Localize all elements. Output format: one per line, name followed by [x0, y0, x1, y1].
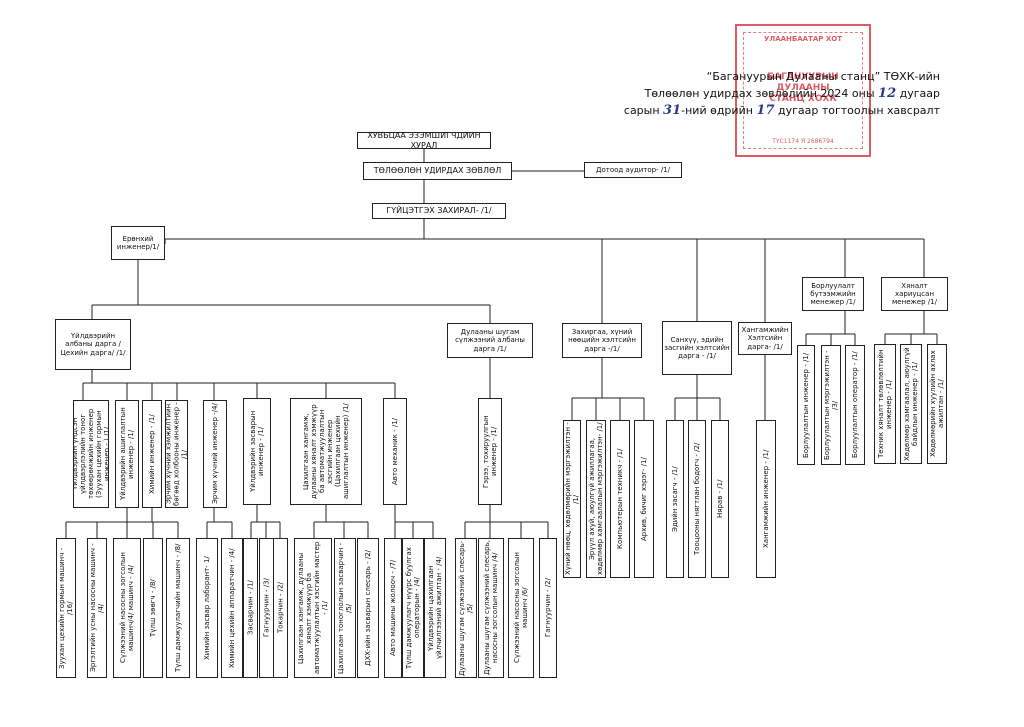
- chemist-engineer-box: Химийн инженер - /1/: [142, 400, 162, 508]
- control-manager-box: Хяналт хариуцсан менежер /1/: [881, 277, 948, 311]
- shareholders-assembly-box: ХУВЬЦАА ЭЗЭМШИГЧДИЙН ХУРАЛ: [357, 132, 491, 149]
- chemical-operator-box: Химийн цехийн аппаратчин - /4/: [221, 538, 243, 678]
- supply-dept-box: Хангамжийн Хэлтсийн дарга- /1/: [738, 322, 792, 355]
- header-line-1: “Багануурын Дулааны станц” ТӨХК-ийн: [706, 70, 940, 83]
- network-pump-locksmith-box: Дулааны шугам сүлжээний слесарь, насосны…: [478, 538, 504, 678]
- network-welder-box: Гагнуурчин - /2/: [539, 538, 557, 678]
- network-pump-operator-box: Сүлжээний насосны зогсолын машинч/4/ маш…: [113, 538, 141, 678]
- industrial-electrician-box: Үйлдвэрийн цахилгаан үйлчилгээний ажилта…: [424, 538, 446, 678]
- repair-engineer-box: Үйлдвэрийн засварын инженер - /1/: [243, 398, 271, 505]
- internal-auditor-box: Дотоод аудитор- /1/: [584, 162, 682, 178]
- welder-box: Гагнуурчин - /3/: [259, 538, 274, 678]
- company-stamp: УЛААНБААТАР ХОТ БАГАНУУРЫН ДУЛААНЫ СТАНЦ…: [735, 24, 871, 157]
- production-dept-box: Үйлдвэрийн албаны дарга / Цехийн дарга/ …: [55, 319, 131, 370]
- accountant-box: Тооцооны нягтлан бодогч - /2/: [688, 420, 706, 578]
- instrumentation-fitter-box: ДХХ-ийн засварын слесарь - /2/: [357, 538, 379, 678]
- handwritten-day: 31: [663, 103, 682, 119]
- shift-engineer-box: Үйлдвэрийн ашиглалтын инженер - /1/: [115, 400, 139, 508]
- labor-officer-box: Хөдөлмөрийн хуулийн ахлах ажилтан - /1/: [927, 344, 947, 464]
- prod-equipment-engineer-box: Үйлдвэрийн үндсэн үйлдвэрлэлийн тоног тө…: [73, 400, 109, 508]
- driver-box: Авто машины жолооч - /7/: [384, 538, 402, 678]
- stamp-city: УЛААНБААТАР ХОТ: [764, 35, 842, 43]
- heat-network-dept-box: Дулааны шугам сүлжээний албаны дарга /1/: [447, 323, 533, 358]
- energy-engineer-box: Эрчим хүчний инженер -/4/: [203, 400, 227, 508]
- archive-clerk-box: Архив, бичиг хэрэг- /1/: [634, 420, 654, 578]
- metering-engineer-box: Эрчим хүчний хэмжилтийн бөгөөд холбооны …: [165, 400, 188, 508]
- auto-mechanic-box: Авто механик - /1/: [383, 398, 407, 505]
- technical-control-engineer-box: Техник хяналт төлөвлөлтийн инженер - /1/: [874, 344, 896, 464]
- turner-box: Токарчин - /2/: [273, 538, 288, 678]
- sales-engineer-box: Борлуулалтын инженер - /1/: [797, 345, 815, 465]
- document-header: “Багануурын Дулааны станц” ТӨХК-ийн Төлө…: [624, 70, 940, 120]
- safety-specialist-box: Эрүүл ахуй, аюулгүй ажиллагаа, хөдөлмөр …: [586, 420, 606, 578]
- header-line-3: сарын 31-ний өдрийн 17 дугаар тогтоолын …: [623, 103, 940, 119]
- circulation-pump-operator-box: Эргэлтийн усны насосны машинч - /4/: [87, 538, 107, 678]
- repairman-box: Засварчин - /1/: [243, 538, 258, 678]
- handwritten-number: 17: [756, 103, 775, 119]
- sales-manager-box: Борлуулалт бүтээмжийн менежер /1/: [802, 277, 864, 311]
- chemical-lab-box: Химийн засвар лаборант- 1/: [196, 538, 218, 678]
- network-station-operator-box: Сүлжээний насосны зогсолын машинч /6/: [508, 538, 534, 678]
- handwritten-month: 12: [878, 85, 897, 101]
- fuel-carrier-box: Түлш зөөгч - /8/: [143, 538, 163, 678]
- electrical-fitter-box: Цахилгаан тоноглолын засварчин - /5/: [334, 538, 356, 678]
- hr-specialist-box: Хүний нөөц, хөдөлмөрийн мэргэжилтэн - /1…: [563, 420, 581, 578]
- sales-operator-box: Борлуулалтын оператор - /1/: [845, 345, 865, 465]
- safety-engineer-box: Хөдөлмөр хамгаалал, аюулгүй байдлын инже…: [900, 344, 922, 464]
- sales-specialist-box: Борлуулалтын мэргэжилтэн - /3/: [821, 345, 841, 465]
- stamp-name: БАГАНУУРЫН ДУЛААНЫ СТАНЦ ХОХК: [767, 72, 839, 104]
- stamp-reg: ТҮС1174 Я 2686794: [772, 138, 834, 145]
- network-locksmith-box: Дулааны шугам сүлжээний слесарь- /5/: [455, 538, 477, 678]
- it-technician-box: Компьютерын техникч - /1/: [610, 420, 630, 578]
- board-box: ТӨЛӨӨЛӨН УДИРДАХ ЗӨВЛӨЛ: [363, 162, 512, 180]
- boiler-operator-box: Зуухан цехийн гормын машинч - /16/: [56, 538, 76, 678]
- coal-unloader-box: Түлш дамжуулагч нүүрс буулгах операторын…: [402, 538, 424, 678]
- ceo-box: ГҮЙЦЭТГЭХ ЗАХИРАЛ- /1/: [372, 203, 506, 219]
- header-line-2: Төлөөлөн удирдах зөвлөлийн 2024 оны 12 д…: [644, 85, 940, 101]
- finance-dept-box: Санхүү, эдийн засгийн хэлтсийн дарга - /…: [662, 321, 732, 375]
- automation-engineer-box: Цахилгаан хангамж, дулааны хяналт хэмжүү…: [290, 398, 362, 505]
- supply-engineer-box: Хангамжийн инженер - /1/: [756, 420, 776, 578]
- cashier-box: Нярав - /1/: [711, 420, 729, 578]
- electrical-master-box: Цахилгаан хангамж, дулааны хяналт хэмжүү…: [294, 538, 332, 678]
- economist-box: Эдийн засагч - /1/: [666, 420, 684, 578]
- admin-hr-dept-box: Захиргаа, хүний нөөцийн хэлтсийн дарга -…: [562, 323, 642, 358]
- network-engineer-box: Гэрээ, тохируулгын инженер - /1/: [478, 398, 502, 505]
- fuel-conveyor-operator-box: Түлш дамжуулагчийн машинч - /8/: [166, 538, 190, 678]
- chief-engineer-box: Ерөнхий инженер/1/: [111, 226, 165, 260]
